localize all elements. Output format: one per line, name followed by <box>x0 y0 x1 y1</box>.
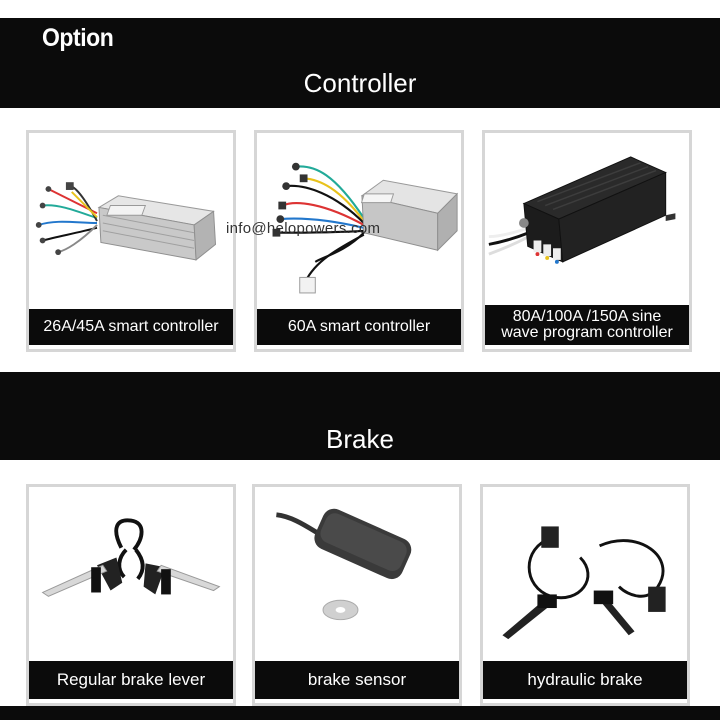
product-caption: hydraulic brake <box>483 661 687 699</box>
hydraulic-brake-image <box>483 487 687 663</box>
product-caption: brake sensor <box>255 661 459 699</box>
product-card-hydraulic-brake[interactable]: hydraulic brake <box>480 484 690 706</box>
controller-section-bar <box>0 62 720 108</box>
option-label: Option <box>42 24 114 52</box>
silver-controller-image <box>257 133 461 313</box>
option-bar <box>0 18 720 62</box>
product-caption: 60A smart controller <box>257 309 461 345</box>
controller-section-title: Controller <box>303 68 417 98</box>
brake-section-title: Brake <box>326 424 394 454</box>
watermark-text: info@helopowers.com <box>226 220 381 237</box>
product-card-sine-wave-controller[interactable]: 80A/100A /150A sine wave program control… <box>482 130 692 352</box>
product-card-controller-26a-45a[interactable]: 26A/45A smart controller <box>26 130 236 352</box>
brake-section-bar <box>0 412 720 460</box>
brake-sensor-image <box>255 487 459 663</box>
product-card-controller-60a[interactable]: 60A smart controller <box>254 130 464 352</box>
brake-top-bar <box>0 372 720 412</box>
silver-controller-image <box>29 133 233 313</box>
product-caption: Regular brake lever <box>29 661 233 699</box>
bottom-bar <box>0 706 720 720</box>
brake-lever-image <box>29 487 233 663</box>
product-card-brake-sensor[interactable]: brake sensor <box>252 484 462 706</box>
black-controller-image <box>485 133 689 313</box>
product-caption: 26A/45A smart controller <box>29 309 233 345</box>
product-caption: 80A/100A /150A sine wave program control… <box>485 305 689 345</box>
product-card-regular-brake-lever[interactable]: Regular brake lever <box>26 484 236 706</box>
